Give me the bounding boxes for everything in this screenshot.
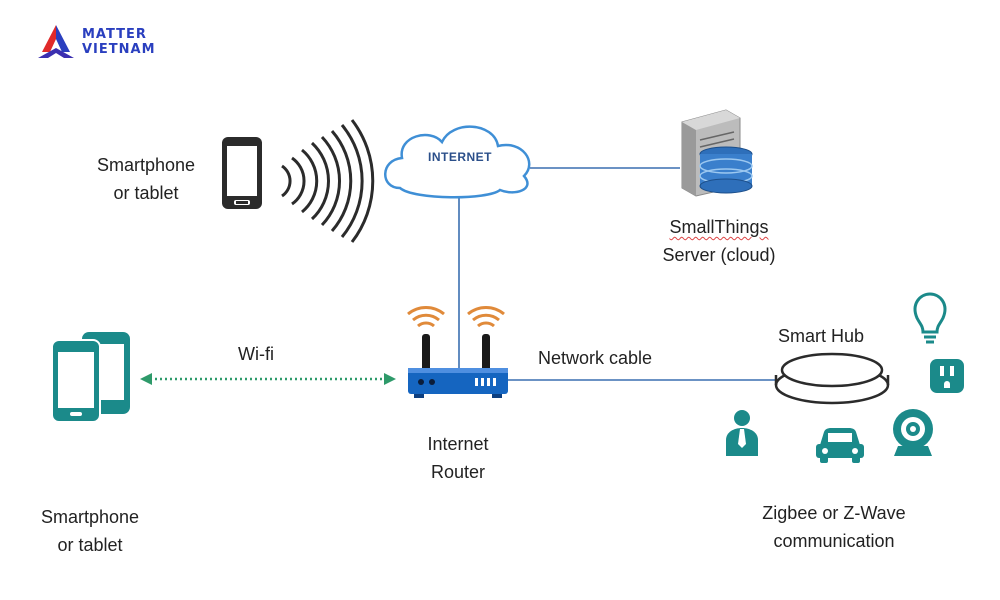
logo-mark-icon [38, 25, 74, 58]
power-outlet-icon [930, 359, 964, 393]
smartphone-top-label: Smartphone or tablet [96, 155, 196, 203]
camera-icon [893, 409, 933, 456]
smartphone-icon [222, 137, 262, 209]
wifi-label: Wi-fi [238, 344, 274, 364]
light-bulb-icon [913, 292, 947, 344]
person-icon [726, 410, 758, 456]
smart-hub-icon [774, 352, 890, 405]
router-icon [407, 306, 508, 398]
wireless-signal-icon [281, 119, 375, 243]
smart-hub-label: Smart Hub [778, 326, 865, 346]
car-icon [816, 428, 864, 463]
phone-tablet-icon [51, 332, 130, 423]
server-icon [681, 109, 753, 197]
zigbee-label: Zigbee or Z-Wave communication [762, 503, 906, 551]
logo-text-vietnam: VIETNAM [82, 42, 156, 57]
network-cable-label: Network cable [538, 348, 653, 368]
matter-vietnam-logo: MATTER VIETNAM [34, 22, 174, 62]
smartphone-bottom-label: Smartphone or tablet [40, 507, 140, 555]
internet-label: INTERNET [428, 150, 492, 164]
logo-text-matter: MATTER [82, 27, 147, 42]
router-label: Internet Router [427, 434, 489, 482]
server-label: SmallThings Server (cloud) [662, 217, 776, 265]
wifi-arrow [140, 373, 396, 385]
internet-cloud-icon [384, 125, 531, 199]
